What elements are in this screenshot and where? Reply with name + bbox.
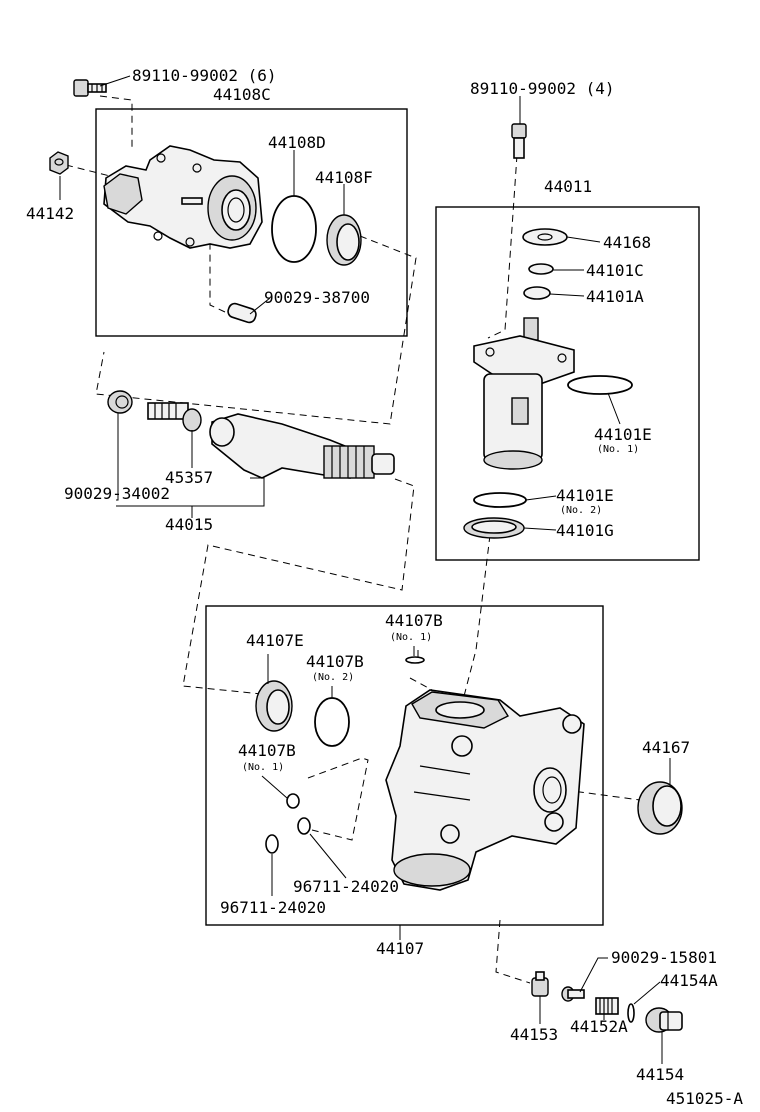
label-44154a: 44154A [660,971,718,990]
group-box-44011 [435,206,700,561]
ring-44101a-part [523,286,551,300]
spring-44152a-part [595,997,619,1015]
control-valve-part [473,317,575,470]
label-44108c: 44108C [213,85,271,104]
label-44101e-no1-sub: (No. 1) [597,444,639,455]
label-44107b-left: 44107B [238,741,296,760]
assembly-guide-lines [65,95,641,984]
label-44015: 44015 [165,515,213,534]
oring-44101e-no1-part [567,375,633,395]
label-44107b-top-sub: (No. 1) [390,632,432,643]
label-44101e-no1: 44101E [594,425,652,444]
label-96711-24020-a: 96711-24020 [293,877,399,896]
label-44108d: 44108D [268,133,326,152]
label-90029-34002: 90029-34002 [64,484,170,503]
gear-housing-part [385,689,585,891]
seal-44108f-part [326,214,362,266]
group-box-44108c [95,108,408,337]
group-box-44107 [205,605,604,926]
label-44107e: 44107E [246,631,304,650]
bolt-4-part [511,123,527,159]
ring-44101g-part [463,517,525,539]
washer-44168-part [522,228,568,246]
label-90029-38700: 90029-38700 [264,288,370,307]
oring-44107b-no1-top-part [405,656,425,664]
label-44101c: 44101C [586,261,644,280]
label-44107b-no2-sub: (No. 2) [312,672,354,683]
label-45357: 45357 [165,468,213,487]
label-bolt-4: 89110-99002 (4) [470,79,615,98]
steering-housing-part [103,145,263,249]
label-44107b-top: 44107B [385,611,443,630]
oring-96711-a-part [297,817,311,835]
oring-44107b-no1-left-part [286,793,300,809]
seal-44107e-part [255,680,293,732]
control-shaft-part [209,413,395,479]
label-44154: 44154 [636,1065,684,1084]
label-96711-24020-b: 96711-24020 [220,898,326,917]
seal-44167-part [637,781,683,835]
bolt-part [73,79,107,97]
label-44167: 44167 [642,738,690,757]
label-44142: 44142 [26,204,74,223]
label-44152a: 44152A [570,1017,628,1036]
nut-part [49,151,69,175]
ring-44101c-part [528,263,554,275]
screw-45357-part [147,402,202,432]
oring-44101e-no2-part [473,492,527,508]
plug-90029-34002-part [107,390,133,414]
label-44011: 44011 [544,177,592,196]
label-44168: 44168 [603,233,651,252]
oring-96711-b-part [265,834,279,854]
label-44107: 44107 [376,939,424,958]
label-44108f: 44108F [315,168,373,187]
label-44107b-left-sub: (No. 1) [242,762,284,773]
part-labels: 89110-99002 (6) 44108C 44108D 44108F 441… [26,66,743,1108]
oring-44107b-no2-part [314,697,350,747]
label-44107b-no2: 44107B [306,652,364,671]
label-44153: 44153 [510,1025,558,1044]
ring-44154a-part [627,1003,635,1023]
bleeder-44153-part [531,971,549,997]
screw-90029-15801-part [561,986,585,1002]
label-90029-15801: 90029-15801 [611,948,717,967]
label-44101e-no2: 44101E [556,486,614,505]
label-44101g: 44101G [556,521,614,540]
plug-44154-part [645,1007,683,1033]
pin-part [227,302,257,324]
label-bolt-6: 89110-99002 (6) [132,66,277,85]
diagram-code: 451025-A [666,1089,743,1108]
leader-lines [59,75,671,1064]
label-44101e-no2-sub: (No. 2) [560,505,602,516]
oring-44108d-part [271,195,317,263]
label-44101a: 44101A [586,287,644,306]
